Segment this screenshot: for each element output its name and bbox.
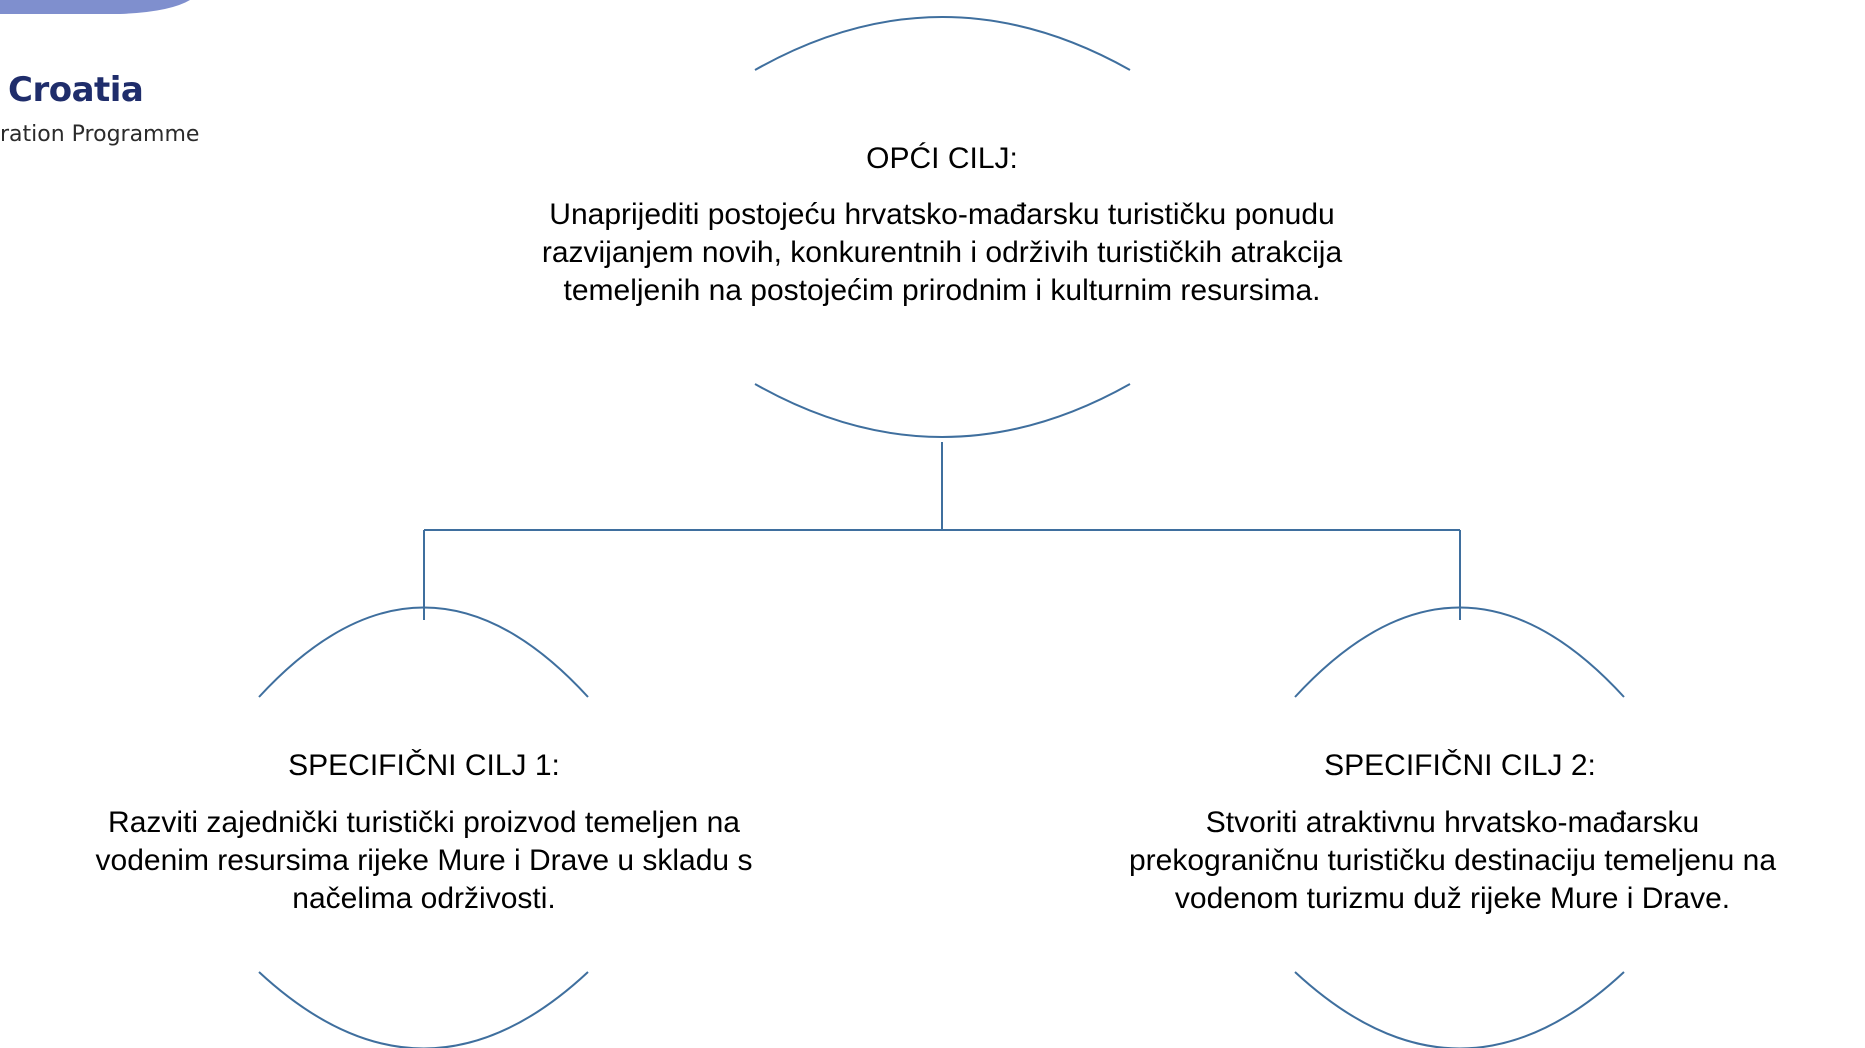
general-goal-bottom-arc	[754, 383, 1131, 438]
specific-goal-1-top-arc	[258, 606, 589, 698]
specific-goal-1-bottom-arc	[258, 971, 589, 1048]
general-goal-top-arc	[754, 16, 1131, 71]
specific-goal-1-line: načelima održivosti.	[292, 882, 556, 915]
specific-goal-2-bottom-arc	[1294, 971, 1625, 1048]
general-goal-line: razvijanjem novih, konkurentnih i održiv…	[541, 236, 1343, 269]
programme-logo-shape	[0, 0, 190, 14]
general-goal-text: Unaprijediti postojeću hrvatsko-mađarsku…	[392, 196, 1492, 310]
specific-goal-2-line: Stvoriti atraktivnu hrvatsko-mađarsku	[1205, 806, 1700, 839]
general-goal-heading: OPĆI CILJ:	[866, 142, 1018, 175]
general-goal-line: Unaprijediti postojeću hrvatsko-mađarsku…	[549, 198, 1335, 231]
specific-goal-1-line: vodenim resursima rijeke Mure i Drave u …	[95, 844, 753, 877]
logo-title: Croatia	[8, 70, 144, 110]
specific-goal-2-top-arc	[1294, 606, 1625, 698]
specific-goal-1-heading: SPECIFIČNI CILJ 1:	[288, 749, 560, 782]
specific-goal-2-line: prekograničnu turističku destinaciju tem…	[1128, 844, 1777, 877]
general-goal-line: temeljenih na postojećim prirodnim i kul…	[563, 274, 1321, 307]
specific-goal-2-line: vodenom turizmu duž rijeke Mure i Drave.	[1174, 882, 1731, 915]
specific-goal-2-text: Stvoriti atraktivnu hrvatsko-mađarsku pr…	[1040, 804, 1865, 918]
specific-goal-1-line: Razviti zajednički turistički proizvod t…	[108, 806, 740, 839]
specific-goal-1-text: Razviti zajednički turistički proizvod t…	[0, 804, 848, 918]
specific-goal-2-heading: SPECIFIČNI CILJ 2:	[1324, 749, 1596, 782]
logo-subtitle: ration Programme	[0, 122, 200, 147]
